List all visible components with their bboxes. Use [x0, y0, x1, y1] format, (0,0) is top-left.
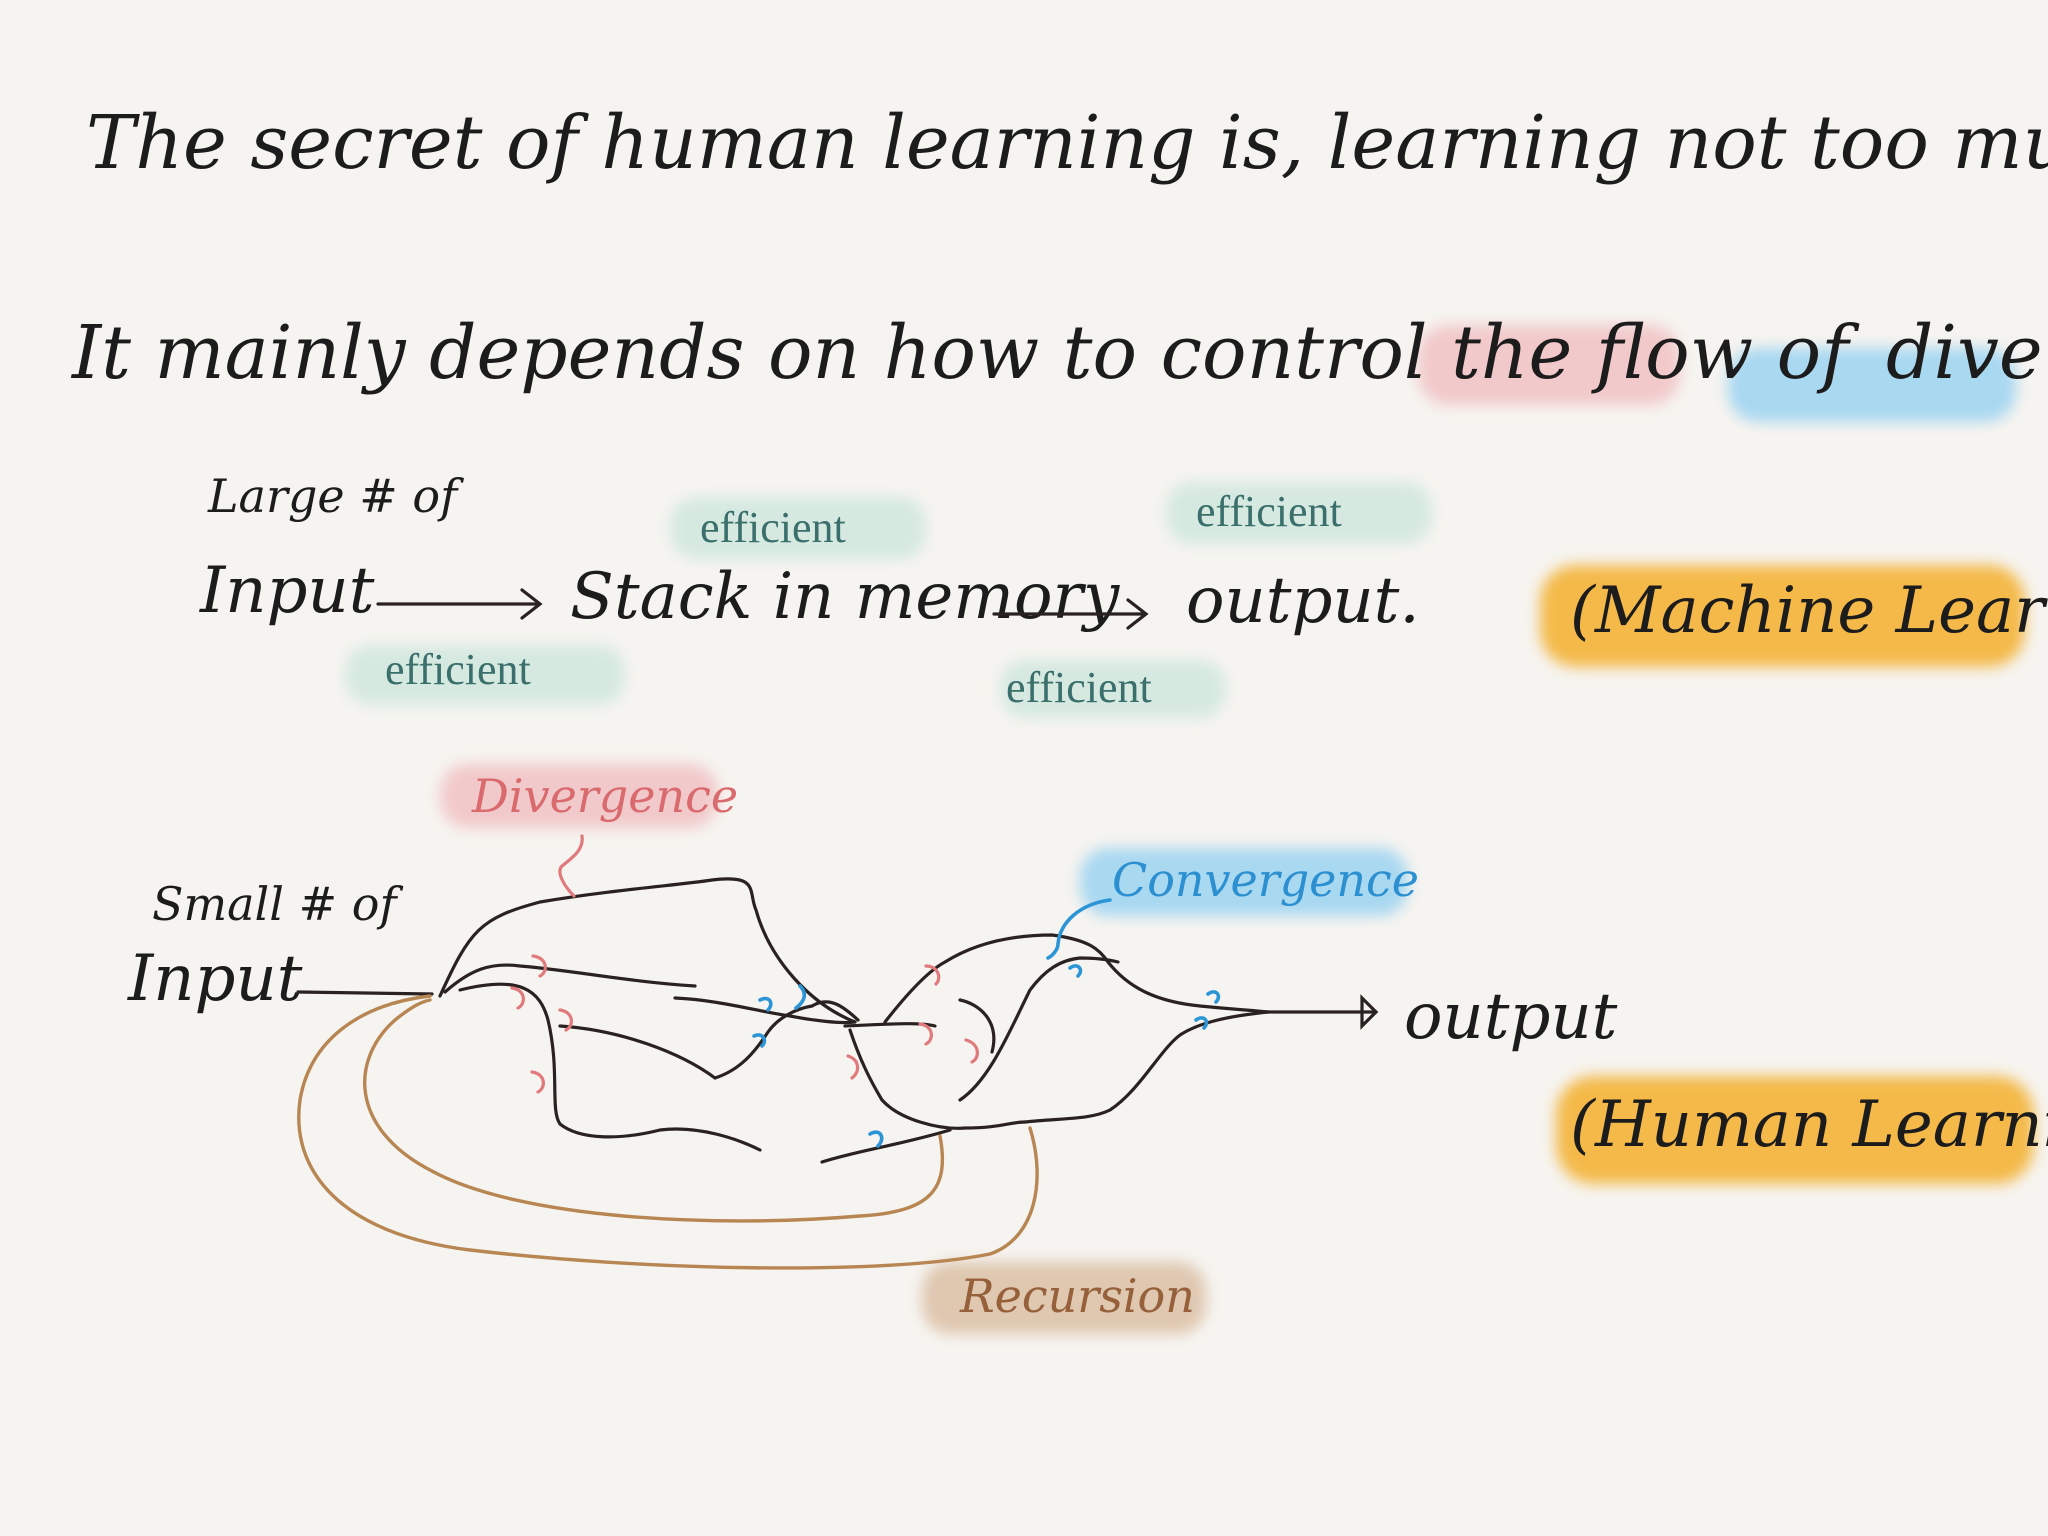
divergence-highlight [1418, 325, 1680, 405]
divergence-mark-5 [924, 964, 941, 986]
recursion-loop-outer [297, 994, 1039, 1270]
network-path-9 [848, 1028, 1027, 1130]
network-path-4 [558, 1024, 717, 1080]
convergence-mark-5 [1206, 990, 1221, 1004]
efficient-highlight-2 [1166, 482, 1432, 544]
divergence-pointer [558, 834, 584, 898]
network-path-1 [438, 877, 857, 1024]
machine-learning-tag: (Machine Learning) [1570, 574, 2048, 648]
efficient-highlight-4 [1000, 660, 1226, 718]
network-path-3 [458, 982, 762, 1152]
efficient-label-3: efficient [385, 645, 531, 694]
recursion-label-highlight [922, 1262, 1206, 1334]
efficient-label-2: efficient [1196, 487, 1342, 536]
divergence-mark-3 [558, 1008, 573, 1032]
network-path-8 [843, 1022, 937, 1028]
convergence-pointer [1046, 898, 1112, 960]
convergence-label-highlight [1080, 848, 1408, 916]
network-path-12 [958, 956, 1120, 1102]
convergence-label: Convergence [1112, 853, 1419, 907]
human-output-arrowhead [1360, 994, 1379, 1030]
efficient-highlight-3 [345, 645, 625, 705]
recursion-loop-inner [363, 998, 945, 1223]
human-input-label: Input [127, 942, 303, 1016]
machine-input-label: Input [199, 554, 375, 628]
divergence-mark-4 [530, 1070, 545, 1094]
learning-network [438, 877, 1379, 1164]
machine-learning-tag-highlight [1540, 565, 2025, 667]
divergence-mark-6 [918, 1022, 933, 1046]
divergence-mark-1 [531, 954, 547, 978]
efficient-label-1: efficient [700, 503, 846, 552]
network-path-2 [443, 963, 697, 994]
convergence-mark-2 [794, 984, 807, 1010]
efficient-label-4: efficient [1006, 663, 1152, 712]
recursion-loops [297, 994, 1039, 1270]
convergence-mark-1 [758, 996, 773, 1012]
machine-arrowhead-1 [520, 588, 543, 620]
machine-learning-flow: Large # of Input Stack in memory output.… [199, 469, 2048, 712]
heading-line-2-prefix: It mainly depends on how to control the … [70, 310, 1860, 396]
heading-line-2: It mainly depends on how to control the … [70, 310, 2048, 396]
network-path-13 [1023, 1010, 1270, 1124]
machine-output-label: output. [1186, 564, 1420, 638]
human-learning-tag: (Human Learning) [1570, 1088, 2048, 1162]
network-path-14 [820, 1128, 952, 1164]
convergence-marks [752, 898, 1221, 1148]
convergence-mark-7 [868, 1130, 884, 1148]
machine-stack-label: Stack in memory [570, 560, 1120, 634]
convergence-mark-4 [1068, 964, 1083, 978]
divergence-mark-8 [964, 1038, 979, 1064]
network-path-11 [958, 998, 996, 1054]
convergence-mark-6 [1194, 1016, 1209, 1030]
human-output-label: output [1404, 980, 1618, 1054]
network-path-10 [883, 933, 1270, 1024]
human-learning-flow: Small # of Input [127, 769, 2048, 1323]
machine-large-label: Large # of [207, 469, 464, 523]
convergence-highlight [1728, 348, 2016, 422]
human-learning-tag-highlight [1556, 1076, 2034, 1184]
heading-line-1: The secret of human learning is, learnin… [86, 100, 2048, 186]
human-small-label: Small # of [152, 877, 403, 931]
divergence-mark-2 [510, 986, 525, 1010]
divergence-mark-7 [846, 1054, 860, 1080]
efficient-highlight-1 [670, 497, 926, 559]
human-input-arrow [296, 990, 434, 996]
divergence-label-highlight [440, 764, 718, 828]
divergence-marks [510, 834, 979, 1094]
network-path-6 [713, 1004, 814, 1080]
machine-arrowhead-2 [1126, 598, 1149, 630]
network-path-5 [673, 996, 857, 1025]
convergence-mark-3 [752, 1033, 767, 1048]
heading-divergence-word: divergence [1886, 310, 2048, 396]
divergence-label: Divergence [471, 769, 738, 823]
recursion-label: Recursion [959, 1269, 1195, 1323]
network-path-7 [810, 1000, 860, 1022]
highlights [345, 325, 2034, 1334]
